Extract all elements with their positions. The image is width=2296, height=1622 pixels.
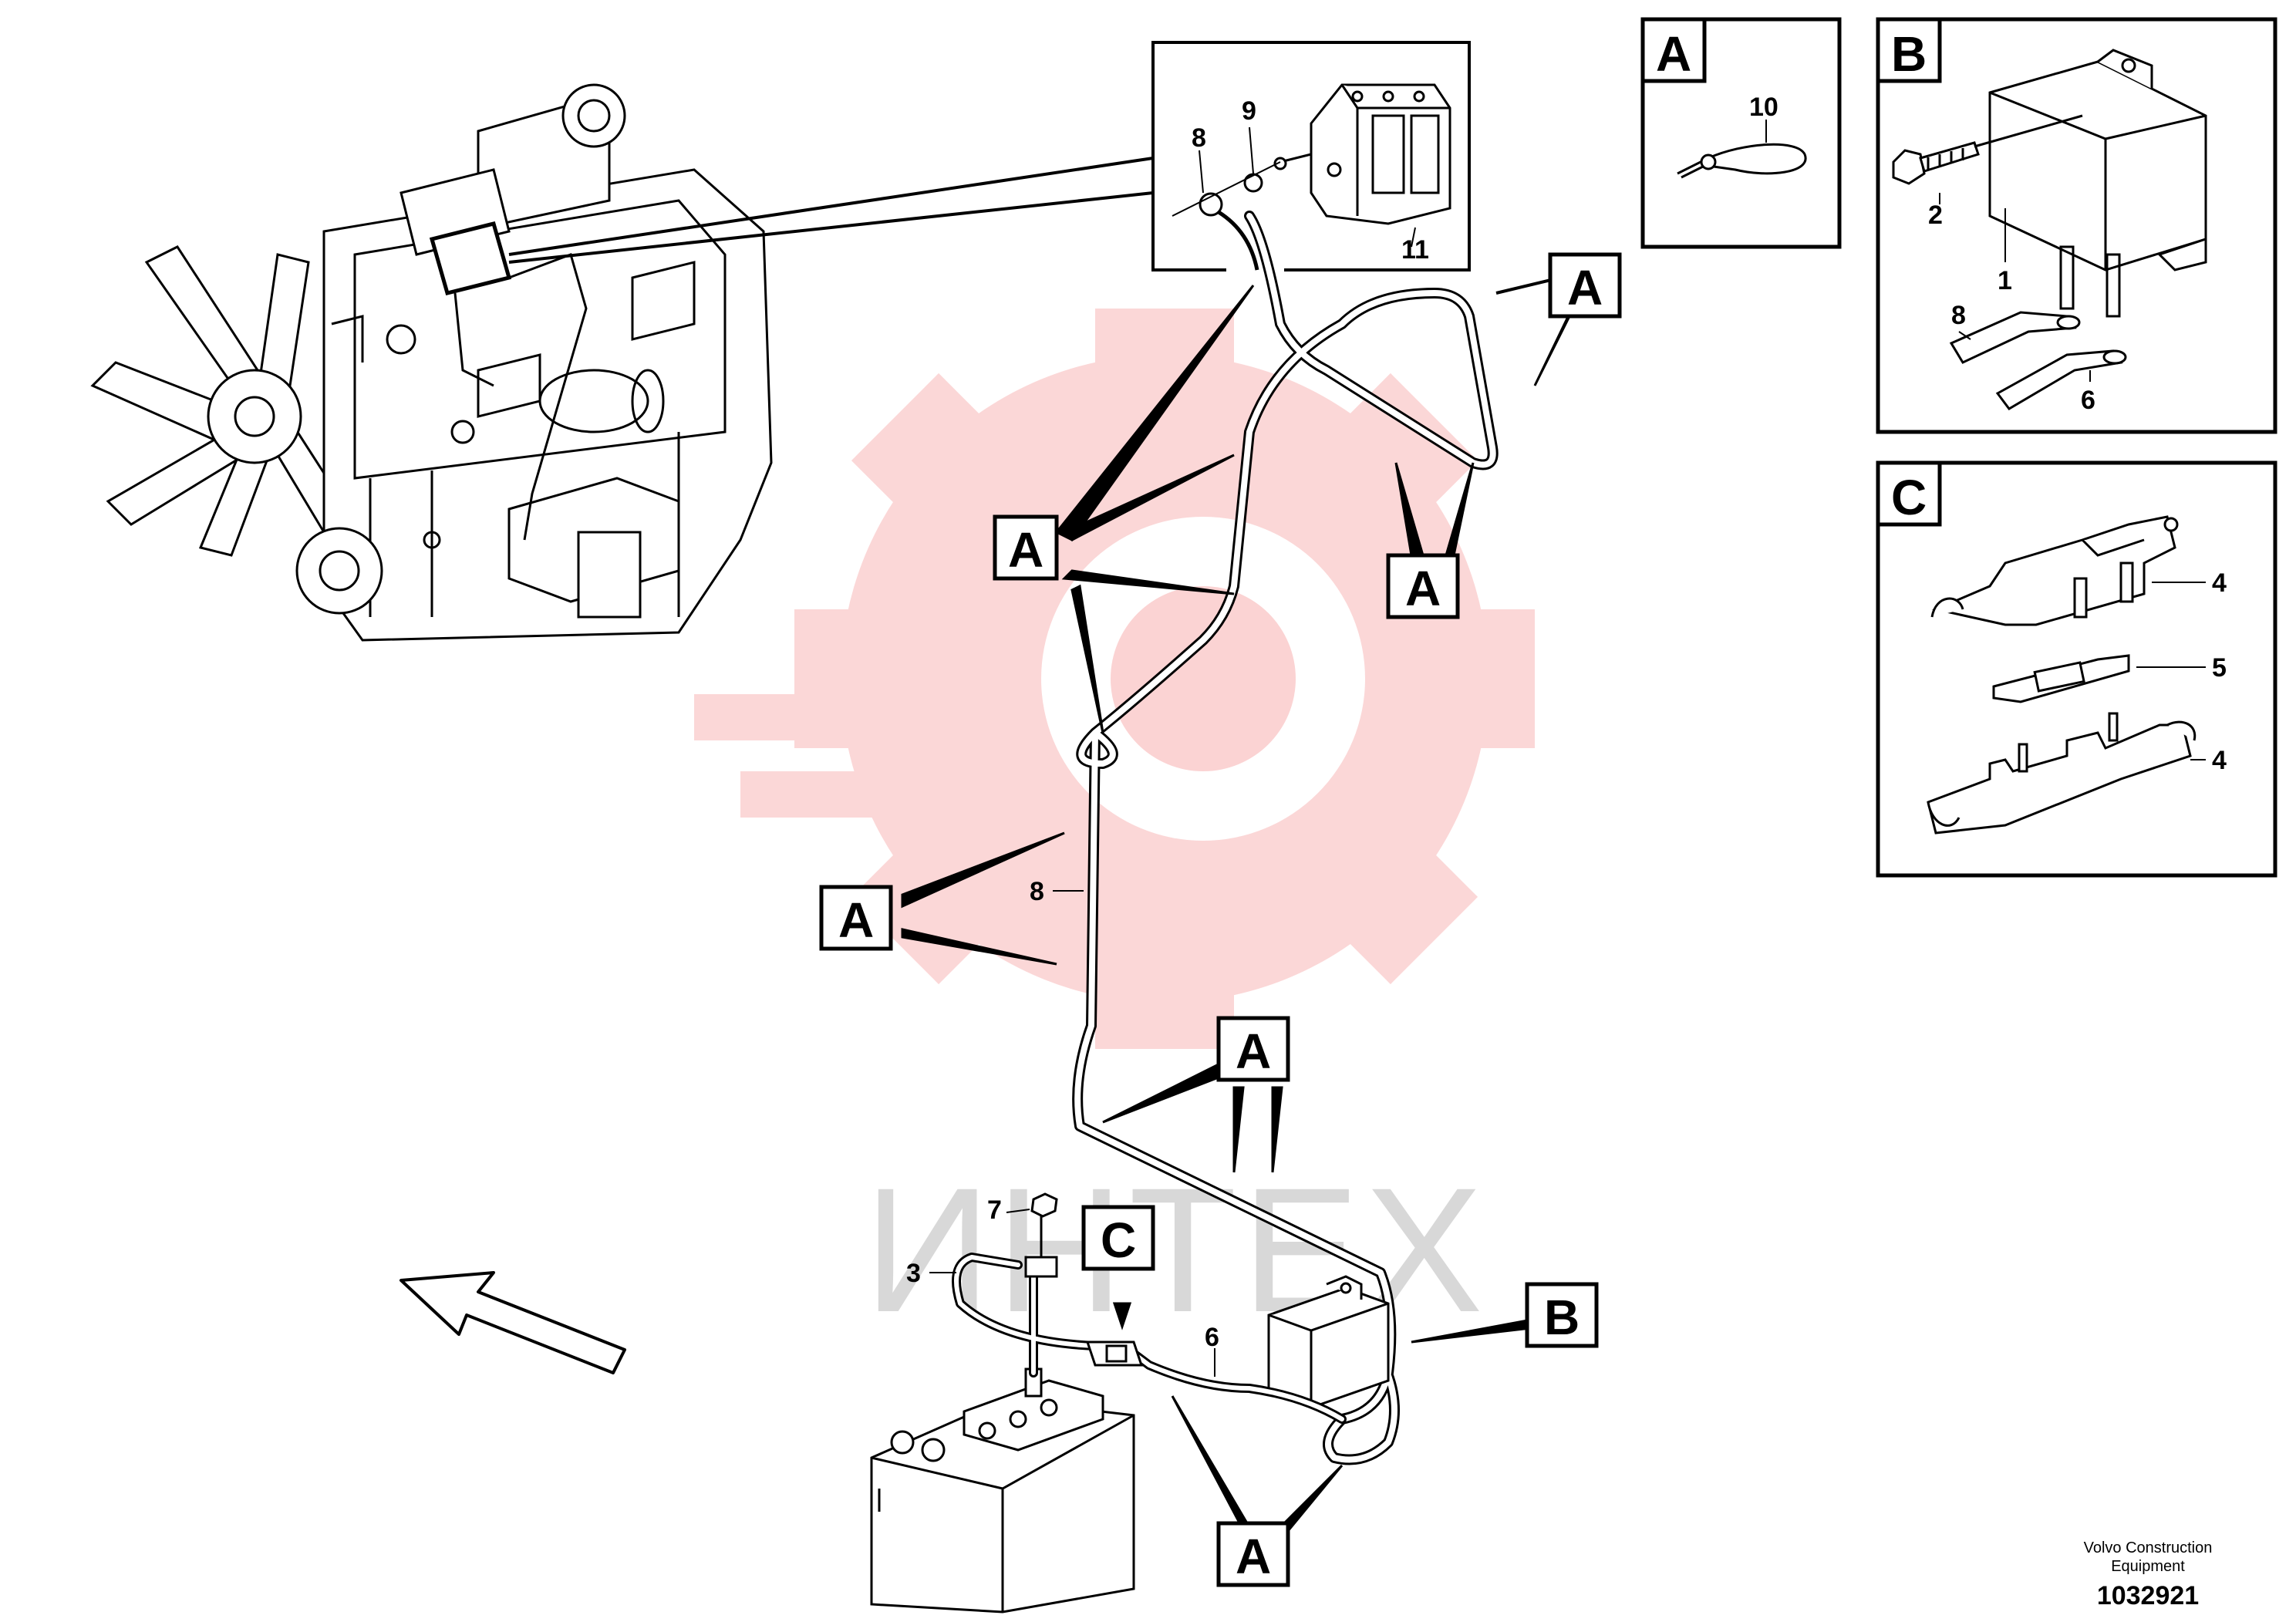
callout-a-2: A: [1548, 252, 1622, 319]
inset-label-9: 9: [1242, 96, 1256, 126]
cable-tie-icon: [1677, 143, 1807, 179]
fuse-holder-cover-icon: [1930, 515, 2179, 626]
washer-icon: [1243, 173, 1263, 193]
label-wire-6: 6: [1205, 1323, 1219, 1352]
inset-label-11: 11: [1401, 235, 1429, 265]
panel-b-label-6: 6: [2081, 386, 2095, 415]
svg-text:A: A: [1236, 1023, 1271, 1079]
label-bolt-7: 7: [987, 1195, 1002, 1225]
inset-label-8: 8: [1192, 123, 1206, 153]
bolt-icon: [1892, 114, 2083, 185]
footer-drawing-number: 1032921: [2097, 1581, 2199, 1610]
panel-c-label-4-bottom: 4: [2212, 746, 2227, 775]
fan-icon: [90, 245, 349, 557]
cable-lugs: [1949, 311, 2127, 410]
panel-c: C 4 5 4: [1876, 460, 2277, 878]
fuse-icon: [1992, 654, 2130, 703]
svg-text:A: A: [1567, 260, 1603, 315]
callout-a-4: A: [819, 885, 893, 951]
panel-a-label-10: 10: [1749, 93, 1778, 122]
panel-b-label-8: 8: [1951, 301, 1966, 330]
footer-company-line2: Equipment: [2111, 1558, 2185, 1575]
svg-text:C: C: [1101, 1212, 1136, 1268]
svg-text:B: B: [1544, 1290, 1580, 1345]
panel-c-letter: C: [1891, 470, 1927, 525]
panel-b-label-2: 2: [1928, 201, 1943, 230]
callout-a-3: A: [1386, 553, 1460, 619]
label-wire-3: 3: [906, 1259, 921, 1288]
label-wire-8: 8: [1030, 877, 1044, 906]
svg-text:A: A: [838, 892, 874, 948]
callout-leaders: [901, 268, 1600, 1533]
callout-b: B: [1525, 1282, 1599, 1348]
callout-a-5: A: [1216, 1016, 1290, 1082]
panel-a: A 10: [1640, 17, 1842, 249]
svg-text:A: A: [1008, 522, 1043, 578]
engine-illustration: [90, 83, 773, 642]
relay-studs: [2059, 245, 2121, 318]
watermark-gear-inner: [1041, 517, 1365, 841]
battery-icon: [870, 1367, 1135, 1614]
terminal-block-icon: [1273, 83, 1451, 225]
panel-c-label-5: 5: [2212, 653, 2227, 683]
panel-a-letter: A: [1656, 26, 1691, 82]
callout-a-1: A: [993, 514, 1059, 581]
panel-c-label-4-top: 4: [2212, 568, 2227, 598]
panel-b-letter: B: [1891, 26, 1927, 82]
panel-b-label-1: 1: [1998, 266, 2012, 295]
detail-inset: 8 9 11: [1151, 41, 1471, 271]
callout-a-6: A: [1216, 1521, 1290, 1587]
footer-company-line1: Volvo Construction: [2084, 1539, 2213, 1556]
panel-b: B 2: [1876, 17, 2277, 434]
relay-icon: [1988, 49, 2207, 271]
fuse-holder-base-icon: [1927, 712, 2197, 835]
svg-text:A: A: [1236, 1529, 1271, 1584]
inset-leader-lines: [508, 157, 1154, 264]
svg-text:A: A: [1405, 561, 1441, 616]
callout-c: C: [1081, 1205, 1155, 1271]
direction-arrow-icon: [400, 1271, 626, 1374]
bolt-7-icon: [1024, 1192, 1058, 1278]
fuse-holder-inline-icon: [1085, 1340, 1144, 1367]
